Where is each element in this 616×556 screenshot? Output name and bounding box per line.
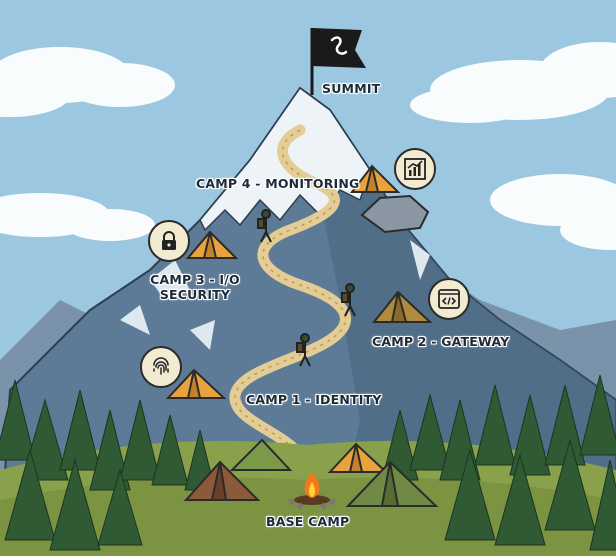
tent-camp3 [185, 230, 239, 259]
tent-camp1 [165, 368, 227, 399]
base-tents [183, 438, 439, 507]
camp3-label-line1: CAMP 3 - I/O [150, 272, 240, 287]
camp3-label: CAMP 3 - I/O SECURITY [145, 272, 245, 302]
hiker-lower [296, 333, 311, 367]
hiker-upper [257, 209, 272, 243]
lock-icon [148, 220, 190, 262]
hiker-middle [341, 283, 356, 317]
trees-right [381, 374, 616, 551]
campfire [289, 472, 335, 509]
summit-label: SUMMIT [322, 81, 381, 96]
chart-icon [394, 148, 436, 190]
clouds [0, 42, 616, 250]
fingerprint-icon [140, 346, 182, 388]
trees-left [0, 379, 216, 551]
boulder [360, 194, 430, 234]
tent-camp4 [349, 164, 401, 193]
tent-camp2 [371, 290, 433, 323]
base-camp-label: BASE CAMP [266, 514, 350, 529]
code-window-icon [428, 278, 470, 320]
camp1-label: CAMP 1 - IDENTITY [246, 392, 382, 407]
camp2-label: CAMP 2 - GATEWAY [372, 334, 510, 349]
camp3-label-line2: SECURITY [159, 287, 231, 302]
camp4-label: CAMP 4 - MONITORING [196, 176, 360, 191]
summit-flag [310, 28, 366, 95]
